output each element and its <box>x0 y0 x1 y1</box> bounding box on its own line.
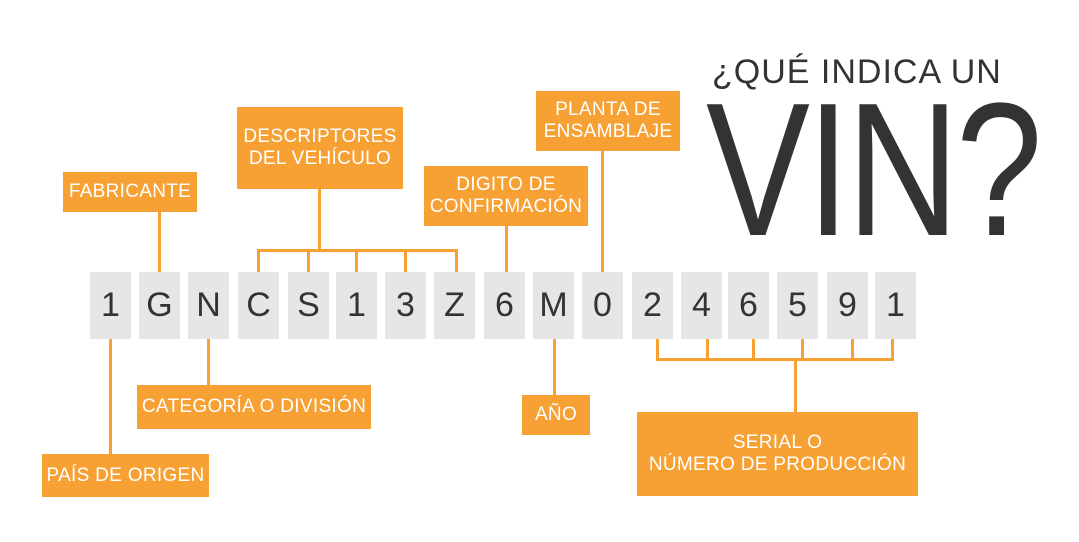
connector-descriptores-tick <box>257 249 260 272</box>
connector-planta <box>601 151 604 272</box>
label-pais: PAÍS DE ORIGEN <box>42 454 209 497</box>
connector-descriptores-tick <box>355 249 358 272</box>
connector-serial-stem <box>794 358 797 412</box>
connector-categoria <box>207 339 210 385</box>
vin-char-17: 1 <box>875 272 916 339</box>
title-vin: VIN? <box>706 64 1043 276</box>
vin-char-16: 9 <box>827 272 868 339</box>
vin-char-5: S <box>288 272 329 339</box>
connector-serial-tick <box>706 339 709 361</box>
connector-fabricante <box>158 212 161 272</box>
vin-char-2: G <box>139 272 180 339</box>
vin-char-12: 2 <box>632 272 673 339</box>
connector-descriptores-tick <box>307 249 310 272</box>
label-descriptores: DESCRIPTORES DEL VEHÍCULO <box>237 107 403 189</box>
label-digito: DIGITO DE CONFIRMACIÓN <box>424 166 588 226</box>
vin-char-13: 4 <box>681 272 722 339</box>
connector-pais <box>109 339 112 454</box>
connector-serial-tick <box>801 339 804 361</box>
vin-char-7: 3 <box>385 272 426 339</box>
vin-char-4: C <box>238 272 279 339</box>
label-planta: PLANTA DE ENSAMBLAJE <box>536 91 680 151</box>
vin-char-9: 6 <box>484 272 525 339</box>
vin-char-14: 6 <box>728 272 769 339</box>
vin-char-1: 1 <box>90 272 131 339</box>
connector-descriptores-stem <box>318 189 321 251</box>
connector-serial-tick <box>891 339 894 361</box>
vin-char-10: M <box>533 272 574 339</box>
label-fabricante: FABRICANTE <box>63 172 197 212</box>
label-anio: AÑO <box>522 395 590 435</box>
connector-descriptores-tick <box>455 249 458 272</box>
vin-char-15: 5 <box>777 272 818 339</box>
connector-serial-tick <box>752 339 755 361</box>
label-serial: SERIAL O NÚMERO DE PRODUCCIÓN <box>637 412 918 496</box>
vin-char-6: 1 <box>336 272 377 339</box>
connector-digito <box>505 226 508 272</box>
connector-serial-bar <box>656 358 894 361</box>
label-categoria: CATEGORÍA O DIVISIÓN <box>137 385 371 429</box>
connector-serial-tick <box>656 339 659 361</box>
vin-char-8: Z <box>434 272 475 339</box>
vin-char-3: N <box>188 272 229 339</box>
connector-descriptores-tick <box>404 249 407 272</box>
title-question: ¿QUÉ INDICA UN <box>712 53 1002 91</box>
connector-anio <box>553 339 556 395</box>
connector-serial-tick <box>851 339 854 361</box>
vin-char-11: 0 <box>582 272 623 339</box>
